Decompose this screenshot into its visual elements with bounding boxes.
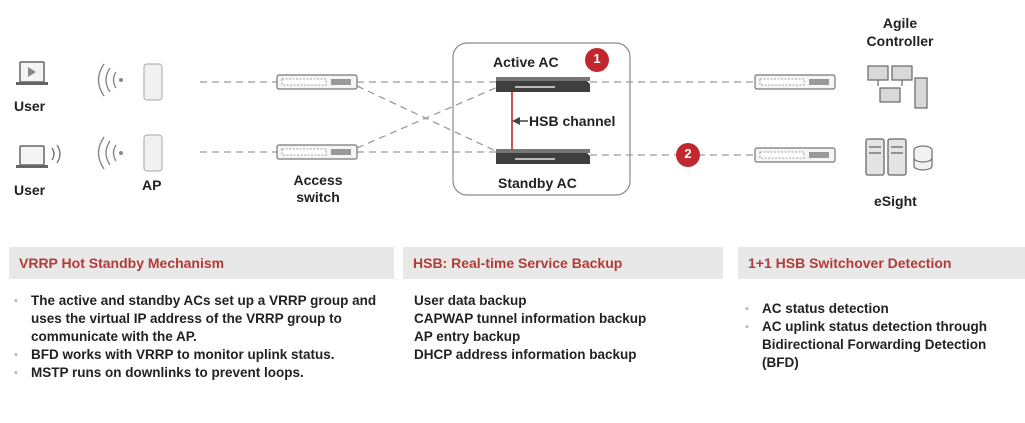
standby-ac-label: Standby AC bbox=[498, 175, 577, 191]
detection-panel-body: AC status detection AC uplink status det… bbox=[740, 300, 1023, 372]
vrrp-panel-header: VRRP Hot Standby Mechanism bbox=[9, 247, 394, 279]
dashed-links bbox=[200, 81, 755, 156]
active-ac-device-icon bbox=[496, 77, 590, 92]
badge-2-circle bbox=[676, 143, 700, 167]
user-laptop-icon bbox=[16, 144, 61, 168]
access-switch-icon bbox=[276, 74, 358, 90]
agile-controller-label: Agile Controller bbox=[866, 15, 934, 49]
ap-label: AP bbox=[142, 177, 162, 193]
user-label-top: User bbox=[14, 98, 46, 114]
list-item: The active and standby ACs set up a VRRP… bbox=[9, 292, 389, 346]
list-item: DHCP address information backup bbox=[414, 347, 637, 362]
badge-1-number: 1 bbox=[593, 51, 601, 66]
list-item: AP entry backup bbox=[414, 329, 521, 344]
hsb-channel-label: HSB channel bbox=[529, 113, 616, 129]
link-cross-down bbox=[356, 85, 501, 154]
vrrp-bullet-list: The active and standby ACs set up a VRRP… bbox=[9, 292, 389, 382]
esight-label: eSight bbox=[874, 193, 917, 209]
list-item: AC status detection bbox=[740, 300, 1023, 318]
list-item: User data backup bbox=[414, 293, 527, 308]
ap-icon bbox=[97, 63, 163, 101]
network-diagram: 1 2 User User AP Access switch Active AC… bbox=[14, 15, 934, 209]
hsb-channel-arrow-icon bbox=[512, 117, 520, 125]
hsb-panel-header: HSB: Real-time Service Backup bbox=[403, 247, 723, 279]
detection-panel-header: 1+1 HSB Switchover Detection bbox=[738, 247, 1025, 279]
standby-ac-device-icon bbox=[496, 149, 590, 164]
diagram-graphics bbox=[16, 42, 933, 196]
user-laptop-icon bbox=[16, 61, 48, 85]
uplink-switch-icon bbox=[754, 74, 836, 90]
list-item: BFD works with VRRP to monitor uplink st… bbox=[9, 346, 389, 364]
badge-2-number: 2 bbox=[684, 146, 692, 161]
access-switch-label: Access switch bbox=[293, 172, 343, 205]
database-icon bbox=[913, 145, 933, 171]
ap-icon bbox=[97, 134, 163, 172]
user-label-bottom: User bbox=[14, 182, 46, 198]
hsb-panel-body: User data backup CAPWAP tunnel informati… bbox=[414, 292, 724, 364]
agile-controller-icon bbox=[867, 65, 928, 109]
link-cross-up bbox=[356, 85, 501, 149]
list-item: CAPWAP tunnel information backup bbox=[414, 311, 647, 326]
uplink-switch-icon bbox=[754, 147, 836, 163]
access-switch-icon bbox=[276, 144, 358, 160]
esight-server-icon bbox=[865, 138, 907, 176]
list-item: AC uplink status detection through Bidir… bbox=[740, 318, 1023, 372]
vrrp-panel-body: The active and standby ACs set up a VRRP… bbox=[9, 292, 389, 382]
badge-1-circle bbox=[585, 48, 609, 72]
list-item: MSTP runs on downlinks to prevent loops. bbox=[9, 364, 389, 382]
detection-bullet-list: AC status detection AC uplink status det… bbox=[740, 300, 1023, 372]
active-ac-label: Active AC bbox=[493, 54, 559, 70]
